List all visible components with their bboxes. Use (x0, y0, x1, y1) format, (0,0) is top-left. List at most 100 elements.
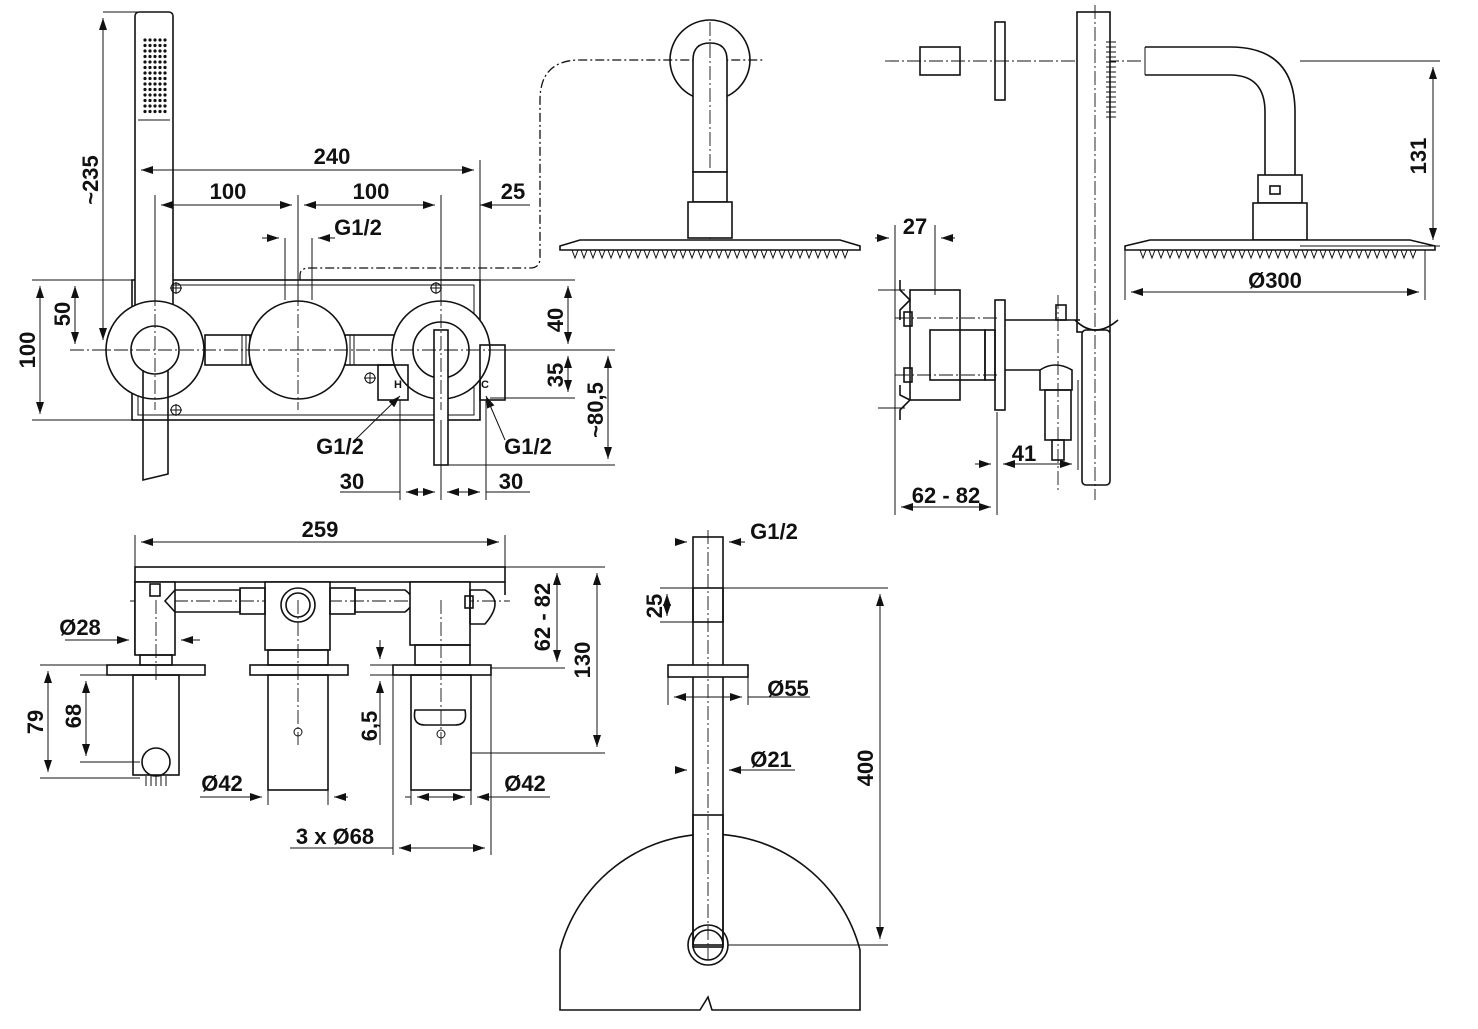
nozzle-tooth (823, 249, 831, 260)
nozzle-tooth (1247, 249, 1255, 260)
nozzle-dot (153, 38, 157, 42)
dim-height-100: 100 (15, 332, 40, 369)
dim-height-40: 40 (543, 308, 568, 332)
nozzle-tooth (1310, 249, 1318, 260)
dim-gap-6-5: 6,5 (357, 711, 382, 742)
nozzle-dot (143, 109, 147, 114)
dim-overall-width: 240 (314, 144, 351, 169)
nozzle-tooth (706, 249, 714, 260)
nozzle-dot (153, 76, 157, 81)
nozzle-tooth (670, 249, 678, 260)
nozzle-dot (153, 43, 157, 48)
nozzle-dot (143, 38, 147, 42)
nozzle-dot (143, 65, 147, 70)
nozzle-dot (153, 60, 157, 64)
dim-head-diameter: Ø300 (1248, 268, 1302, 293)
nozzle-dot (163, 71, 167, 75)
dim-arm-25: 25 (642, 594, 667, 618)
nozzle-dot (158, 65, 162, 70)
nozzle-dot (143, 60, 147, 64)
nozzle-tooth (1355, 249, 1363, 260)
dim-diam-28: Ø28 (59, 615, 101, 640)
nozzle-dot (148, 60, 152, 64)
nozzle-dot (153, 65, 157, 70)
dim-diam-21: Ø21 (750, 747, 792, 772)
nozzle-dot (158, 71, 162, 75)
nozzle-tooth (751, 249, 759, 260)
nozzle-tooth (1229, 249, 1237, 260)
front-view-dimensions: ~235 240 100 100 25 G1/2 100 50 40 35 ~8… (15, 11, 615, 500)
nozzle-tooth (814, 249, 822, 260)
nozzle-tooth (643, 249, 651, 260)
nozzle-dot (143, 87, 147, 92)
nozzle-dot (148, 76, 152, 81)
nozzle-tooth (1166, 249, 1174, 260)
nozzle-tooth (1175, 249, 1183, 260)
top-view-dimensions: 259 62 - 82 130 Ø28 79 68 6,5 Ø42 Ø42 3 … (23, 517, 605, 855)
nozzle-dot (163, 82, 167, 86)
nozzle-dot (143, 82, 147, 86)
nozzle-tooth (742, 249, 750, 260)
dim-depth-41: 41 (1012, 441, 1036, 466)
dim-hot-offset: 30 (340, 469, 364, 494)
nozzle-dot (143, 49, 147, 53)
dim-plate-width: 259 (302, 517, 339, 542)
nozzle-dot (153, 54, 157, 59)
nozzle-tooth (697, 249, 705, 260)
nozzle-tooth (634, 249, 642, 260)
nozzle-tooth (1274, 249, 1282, 260)
dim-height-50: 50 (50, 302, 75, 326)
nozzle-dot (143, 104, 147, 108)
dim-thread-hot: G1/2 (316, 434, 364, 459)
mounting-screws (170, 282, 442, 416)
nozzle-dot (153, 104, 157, 108)
dim-spacing-right: 100 (353, 179, 390, 204)
dim-depth-27: 27 (903, 214, 927, 239)
nozzle-tooth (1139, 249, 1147, 260)
shower-arm-dimensions: G1/2 25 Ø55 Ø21 400 (642, 519, 888, 946)
nozzle-tooth (1265, 249, 1273, 260)
top-view (106, 566, 510, 791)
nozzle-dot (158, 49, 162, 53)
nozzle-dot (158, 104, 162, 108)
nozzle-dot (163, 65, 167, 70)
nozzle-tooth (1256, 249, 1264, 260)
nozzle-tooth (1301, 249, 1309, 260)
dim-diam-55: Ø55 (767, 676, 809, 701)
dim-diam-42-left: Ø42 (201, 771, 243, 796)
dim-rosettes: 3 x Ø68 (296, 824, 374, 849)
nozzle-tooth (715, 249, 723, 260)
nozzle-tooth (1337, 249, 1345, 260)
nozzle-dot (163, 43, 167, 48)
nozzle-dot (158, 38, 162, 42)
side-view (878, 5, 1436, 500)
dim-depth-range-top: 62 - 82 (530, 583, 555, 652)
nozzle-tooth (841, 249, 849, 260)
dim-spacing-left: 100 (210, 179, 247, 204)
nozzle-dot (158, 109, 162, 114)
nozzle-tooth (1328, 249, 1336, 260)
nozzle-dot (148, 71, 152, 75)
nozzle-tooth (571, 249, 579, 260)
nozzle-dot (158, 87, 162, 92)
nozzle-tooth (1400, 249, 1408, 260)
nozzle-dot (153, 98, 157, 103)
shower-arm-view (559, 530, 861, 1011)
nozzle-dot (148, 109, 152, 114)
nozzle-dot (148, 38, 152, 42)
dim-height-35: 35 (543, 363, 568, 387)
nozzle-dot (158, 60, 162, 64)
nozzle-tooth (607, 249, 615, 260)
nozzle-tooth (832, 249, 840, 260)
nozzle-dot (153, 71, 157, 75)
nozzle-tooth (1238, 249, 1246, 260)
nozzle-tooth (733, 249, 741, 260)
nozzle-dot (148, 93, 152, 97)
nozzle-dot (148, 65, 152, 70)
nozzle-dot (163, 87, 167, 92)
nozzle-tooth (1220, 249, 1228, 260)
nozzle-dot (148, 104, 152, 108)
nozzle-tooth (1148, 249, 1156, 260)
nozzle-dot (153, 82, 157, 86)
nozzle-tooth (796, 249, 804, 260)
